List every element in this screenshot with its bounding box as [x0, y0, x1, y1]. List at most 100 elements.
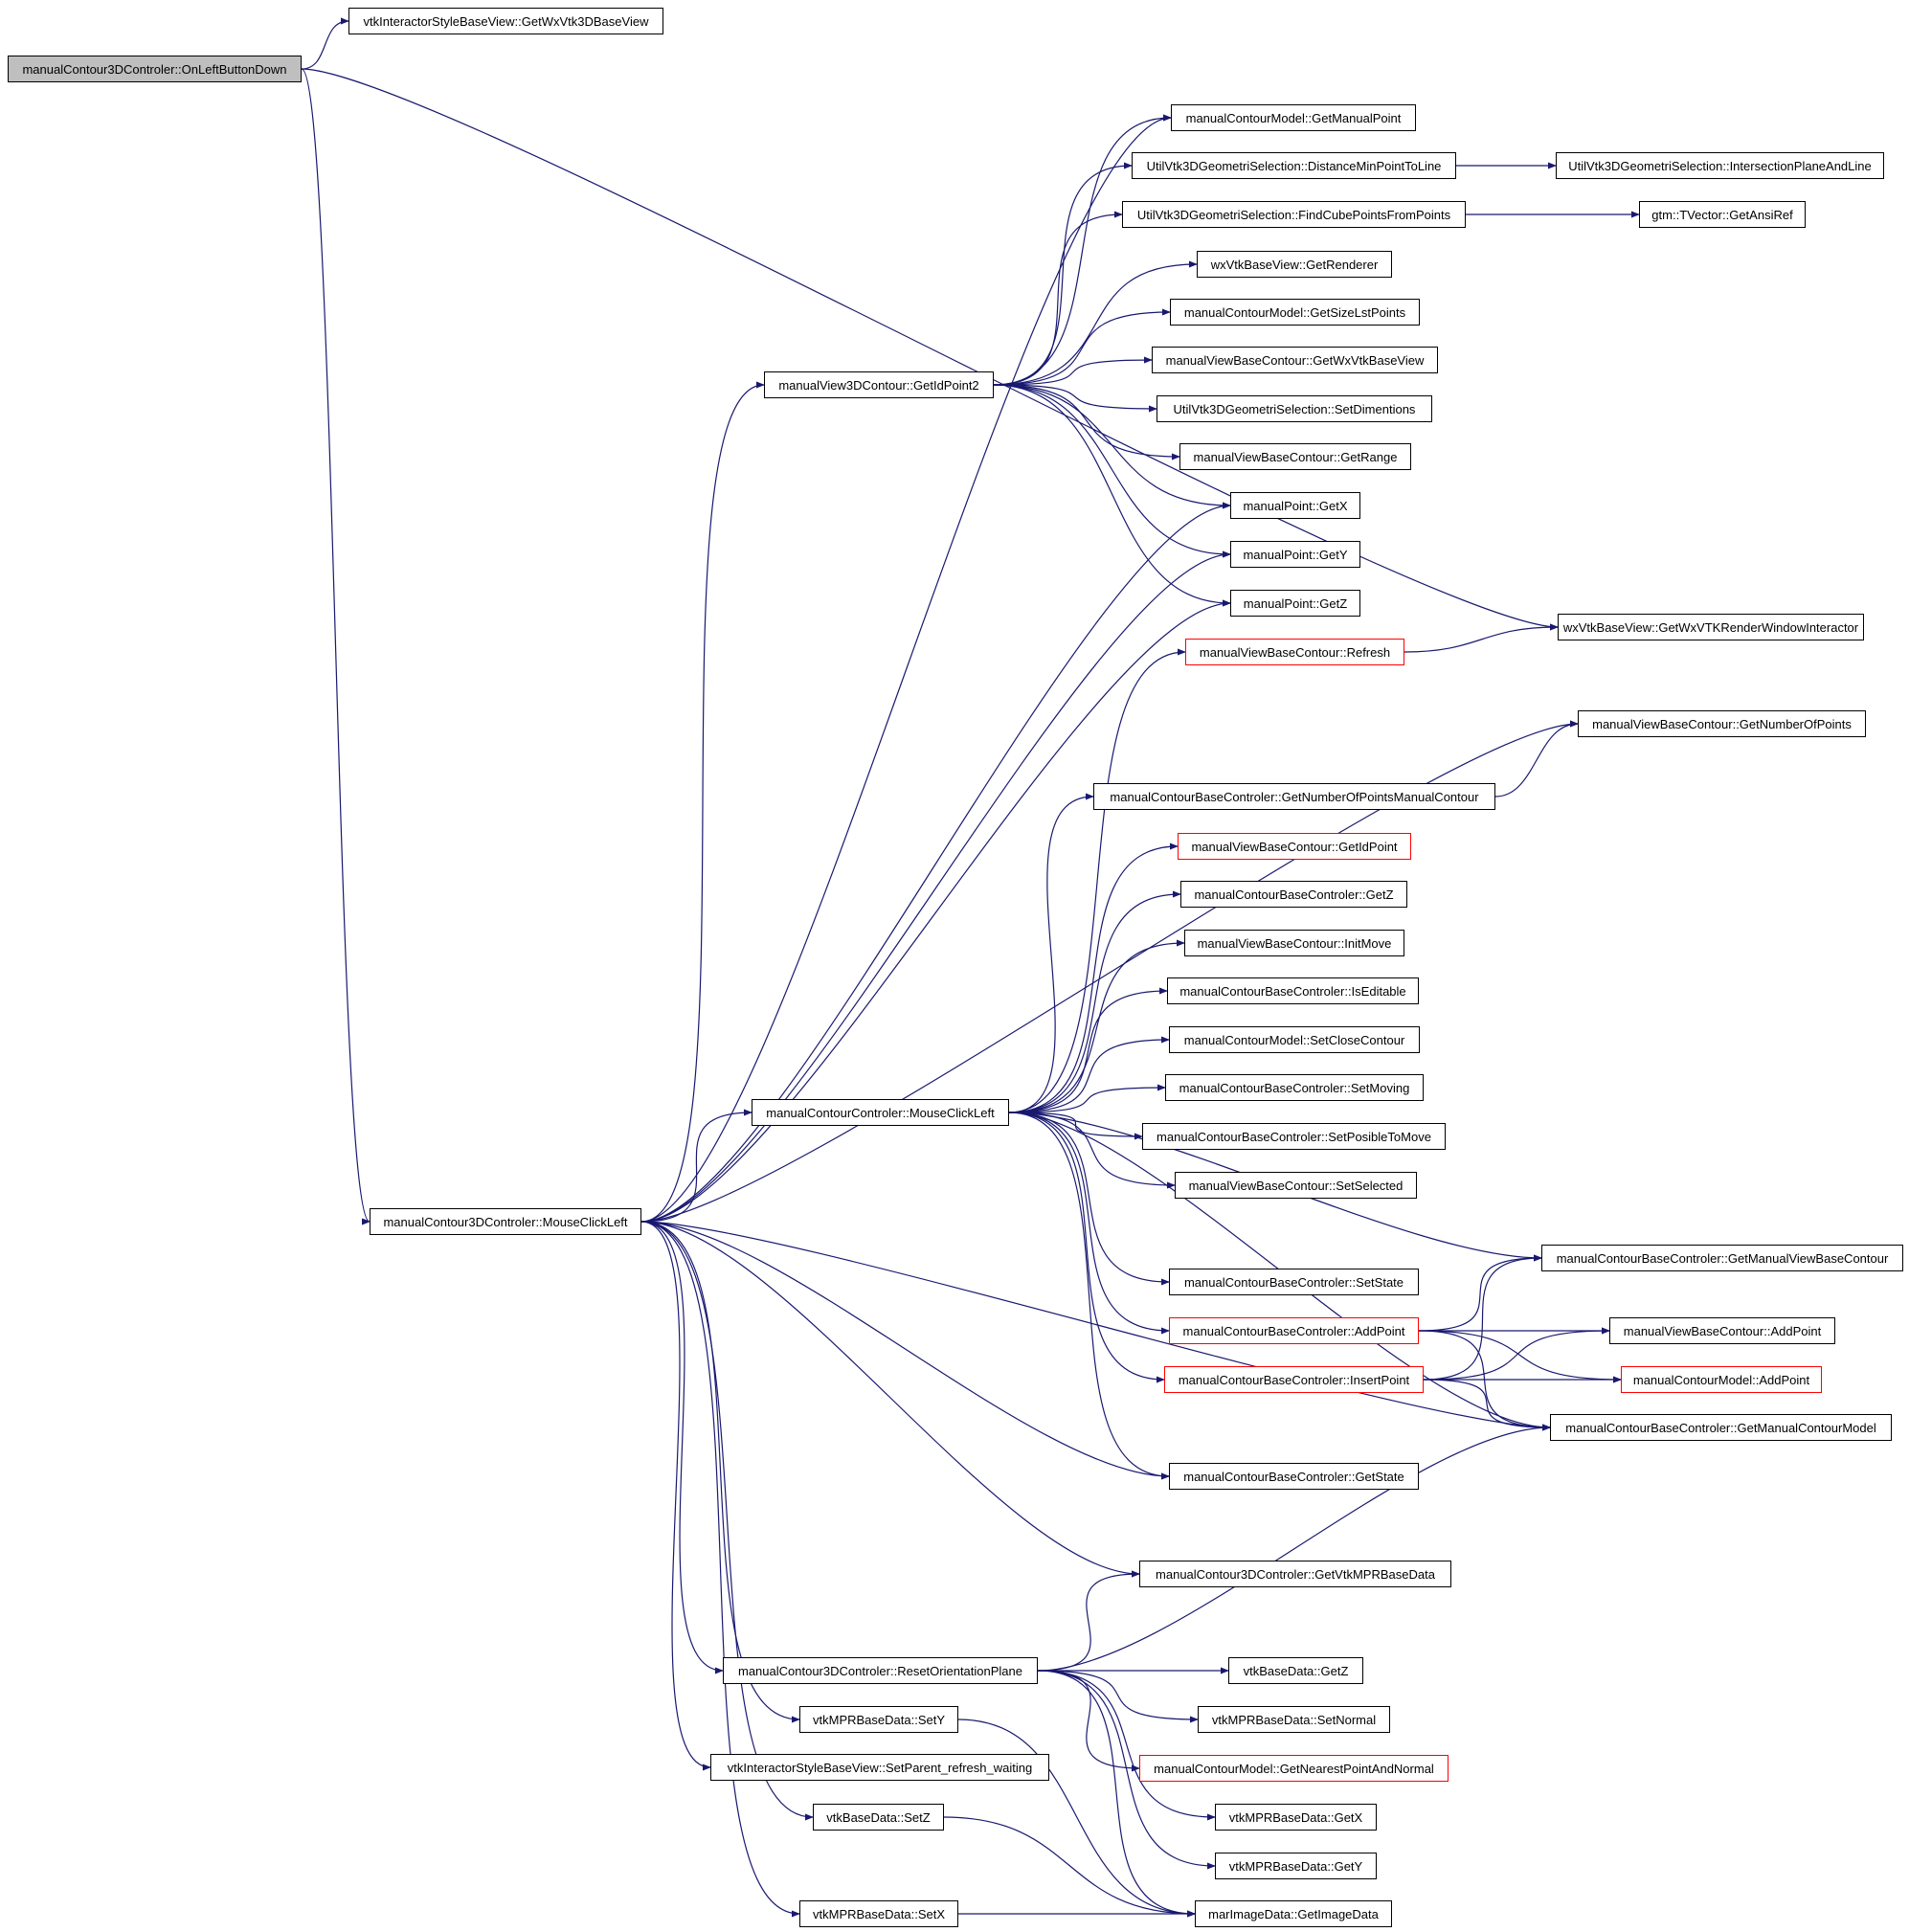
edge-resetorient-to-mprgetx: [1037, 1670, 1216, 1821]
node-setclose[interactable]: manualContourModel::SetCloseContour: [1169, 1026, 1420, 1053]
edge-getidpoint2-to-mpgetx: [993, 384, 1231, 509]
node-getnumpts[interactable]: manualViewBaseContour::GetNumberOfPoints: [1578, 710, 1866, 737]
node-insertpoint[interactable]: manualContourBaseControler::InsertPoint: [1164, 1366, 1424, 1393]
node-getidpoint[interactable]: manualViewBaseContour::GetIdPoint: [1178, 833, 1411, 860]
edge-m3dclickleft-to-getmcm: [640, 1221, 1551, 1431]
edge-insertpoint-to-getmvbc: [1423, 1254, 1542, 1381]
node-getansiref[interactable]: gtm::TVector::GetAnsiRef: [1639, 201, 1806, 228]
edge-m3dclickleft-to-setx: [640, 1221, 800, 1918]
node-getimagedata[interactable]: marImageData::GetImageData: [1195, 1900, 1392, 1927]
node-getrange[interactable]: manualViewBaseContour::GetRange: [1179, 443, 1411, 470]
node-getidpoint2[interactable]: manualView3DContour::GetIdPoint2: [764, 371, 994, 398]
edge-resetorient-to-getmpr: [1037, 1570, 1140, 1672]
node-getstate[interactable]: manualContourBaseControler::GetState: [1169, 1463, 1419, 1490]
edge-root-to-getwxvtk3d: [301, 17, 349, 70]
node-mcmaddpoint[interactable]: manualContourModel::AddPoint: [1621, 1366, 1822, 1393]
node-vbdgetz[interactable]: vtkBaseData::GetZ: [1228, 1657, 1363, 1684]
node-setz[interactable]: vtkBaseData::SetZ: [813, 1804, 944, 1831]
node-mvbcaddpoint[interactable]: manualViewBaseContour::AddPoint: [1609, 1317, 1835, 1344]
edge-resetorient-to-mprgety: [1037, 1670, 1216, 1870]
node-iseditable[interactable]: manualContourBaseControler::IsEditable: [1167, 977, 1419, 1004]
edge-m3dclickleft-to-getmpr: [640, 1221, 1140, 1578]
node-initmove[interactable]: manualViewBaseContour::InitMove: [1184, 930, 1404, 956]
node-root[interactable]: manualContour3DControler::OnLeftButtonDo…: [8, 56, 302, 82]
node-mpgetx[interactable]: manualPoint::GetX: [1230, 492, 1360, 519]
edge-sety-to-getimagedata: [957, 1719, 1196, 1918]
edge-mcclickleft-to-initmove: [1008, 939, 1185, 1113]
node-getrenderer[interactable]: wxVtkBaseView::GetRenderer: [1197, 251, 1392, 278]
edge-m3dclickleft-to-mpgety: [640, 550, 1231, 1223]
edge-mcclickleft-to-setmoving: [1008, 1084, 1166, 1113]
node-refresh[interactable]: manualViewBaseContour::Refresh: [1185, 639, 1404, 665]
edge-m3dclickleft-to-mpgetx: [640, 502, 1231, 1223]
edge-m3dclickleft-to-resetorient: [640, 1221, 724, 1674]
node-getwxvtkbase[interactable]: manualViewBaseContour::GetWxVtkBaseView: [1152, 347, 1438, 373]
node-setmoving[interactable]: manualContourBaseControler::SetMoving: [1165, 1074, 1424, 1101]
node-getmanualpoint[interactable]: manualContourModel::GetManualPoint: [1171, 104, 1416, 131]
node-mcclickleft[interactable]: manualContourControler::MouseClickLeft: [752, 1099, 1009, 1126]
node-setnormal[interactable]: vtkMPRBaseData::SetNormal: [1198, 1706, 1390, 1733]
node-getrwi[interactable]: wxVtkBaseView::GetWxVTKRenderWindowInter…: [1558, 614, 1864, 640]
edge-mcclickleft-to-insertpoint: [1008, 1112, 1165, 1383]
node-setdim[interactable]: UtilVtk3DGeometriSelection::SetDimention…: [1157, 395, 1432, 422]
edge-mcclickleft-to-getnumptsmc: [1008, 793, 1094, 1113]
edge-getidpoint2-to-getrenderer: [993, 260, 1198, 386]
node-mprgety[interactable]: vtkMPRBaseData::GetY: [1215, 1853, 1377, 1879]
node-mpgetz[interactable]: manualPoint::GetZ: [1230, 590, 1360, 617]
node-m3dclickleft[interactable]: manualContour3DControler::MouseClickLeft: [370, 1208, 641, 1235]
node-resetorient[interactable]: manualContour3DControler::ResetOrientati…: [723, 1657, 1038, 1684]
node-nearest[interactable]: manualContourModel::GetNearestPointAndNo…: [1139, 1755, 1449, 1782]
edge-resetorient-to-getimagedata: [1037, 1670, 1196, 1918]
edge-root-to-getrwi: [301, 68, 1559, 631]
edge-m3dclickleft-to-sety: [640, 1221, 800, 1723]
node-setstate[interactable]: manualContourBaseControler::SetState: [1169, 1269, 1419, 1295]
edge-getidpoint2-to-getsizelst: [993, 308, 1171, 386]
node-setx[interactable]: vtkMPRBaseData::SetX: [799, 1900, 958, 1927]
node-getmvbc[interactable]: manualContourBaseControler::GetManualVie…: [1541, 1245, 1903, 1271]
edge-insertpoint-to-getmcm: [1423, 1379, 1551, 1431]
node-mcbcgetz[interactable]: manualContourBaseControler::GetZ: [1180, 881, 1407, 908]
node-getmpr[interactable]: manualContour3DControler::GetVtkMPRBaseD…: [1139, 1561, 1451, 1587]
node-setselected[interactable]: manualViewBaseContour::SetSelected: [1175, 1172, 1417, 1199]
edge-resetorient-to-getmcm: [1037, 1424, 1551, 1672]
edge-mcclickleft-to-setclose: [1008, 1036, 1170, 1113]
edge-mcclickleft-to-setposible: [1008, 1112, 1143, 1140]
edge-m3dclickleft-to-mpgetz: [640, 599, 1231, 1223]
node-getmcm[interactable]: manualContourBaseControler::GetManualCon…: [1550, 1414, 1892, 1441]
edge-addpoint-to-mcmaddpoint: [1418, 1330, 1622, 1383]
edge-mcclickleft-to-addpoint: [1008, 1112, 1170, 1335]
edge-insertpoint-to-mvbcaddpoint: [1423, 1327, 1610, 1381]
node-findcube[interactable]: UtilVtk3DGeometriSelection::FindCubePoin…: [1122, 201, 1466, 228]
edge-root-to-m3dclickleft: [301, 68, 371, 1225]
edge-getidpoint2-to-findcube: [993, 211, 1123, 386]
node-addpoint[interactable]: manualContourBaseControler::AddPoint: [1169, 1317, 1419, 1344]
node-setposible[interactable]: manualContourBaseControler::SetPosibleTo…: [1142, 1123, 1446, 1150]
edge-mcclickleft-to-iseditable: [1008, 987, 1168, 1113]
edge-mcclickleft-to-refresh: [1008, 648, 1186, 1113]
node-mpgety[interactable]: manualPoint::GetY: [1230, 541, 1360, 568]
node-sety[interactable]: vtkMPRBaseData::SetY: [799, 1706, 958, 1733]
edge-m3dclickleft-to-setz: [640, 1221, 814, 1821]
edge-getidpoint2-to-getwxvtkbase: [993, 356, 1153, 386]
edge-m3dclickleft-to-getnumpts: [640, 720, 1579, 1223]
node-intersect[interactable]: UtilVtk3DGeometriSelection::Intersection…: [1556, 152, 1884, 179]
edge-mcclickleft-to-mcbcgetz: [1008, 890, 1181, 1113]
edge-getidpoint2-to-mpgety: [993, 384, 1231, 558]
node-getwxvtk3d[interactable]: vtkInteractorStyleBaseView::GetWxVtk3DBa…: [348, 8, 663, 34]
node-getnumptsmc[interactable]: manualContourBaseControler::GetNumberOfP…: [1093, 783, 1495, 810]
edge-mcclickleft-to-getidpoint: [1008, 842, 1179, 1113]
node-getsizelst[interactable]: manualContourModel::GetSizeLstPoints: [1170, 299, 1420, 326]
edge-m3dclickleft-to-mcclickleft: [640, 1109, 752, 1223]
edge-mcclickleft-to-getstate: [1008, 1112, 1170, 1480]
edge-m3dclickleft-to-getidpoint2: [640, 381, 765, 1223]
edge-m3dclickleft-to-getmanualpoint: [640, 114, 1172, 1223]
edge-m3dclickleft-to-getstate: [640, 1221, 1170, 1480]
node-setparent[interactable]: vtkInteractorStyleBaseView::SetParent_re…: [710, 1754, 1049, 1781]
edge-getnumptsmc-to-getnumpts: [1494, 720, 1579, 798]
edge-getidpoint2-to-setdim: [993, 384, 1157, 413]
edge-getidpoint2-to-getrange: [993, 384, 1180, 461]
node-distmin[interactable]: UtilVtk3DGeometriSelection::DistanceMinP…: [1132, 152, 1456, 179]
edge-getidpoint2-to-distmin: [993, 162, 1133, 386]
node-mprgetx[interactable]: vtkMPRBaseData::GetX: [1215, 1804, 1377, 1831]
